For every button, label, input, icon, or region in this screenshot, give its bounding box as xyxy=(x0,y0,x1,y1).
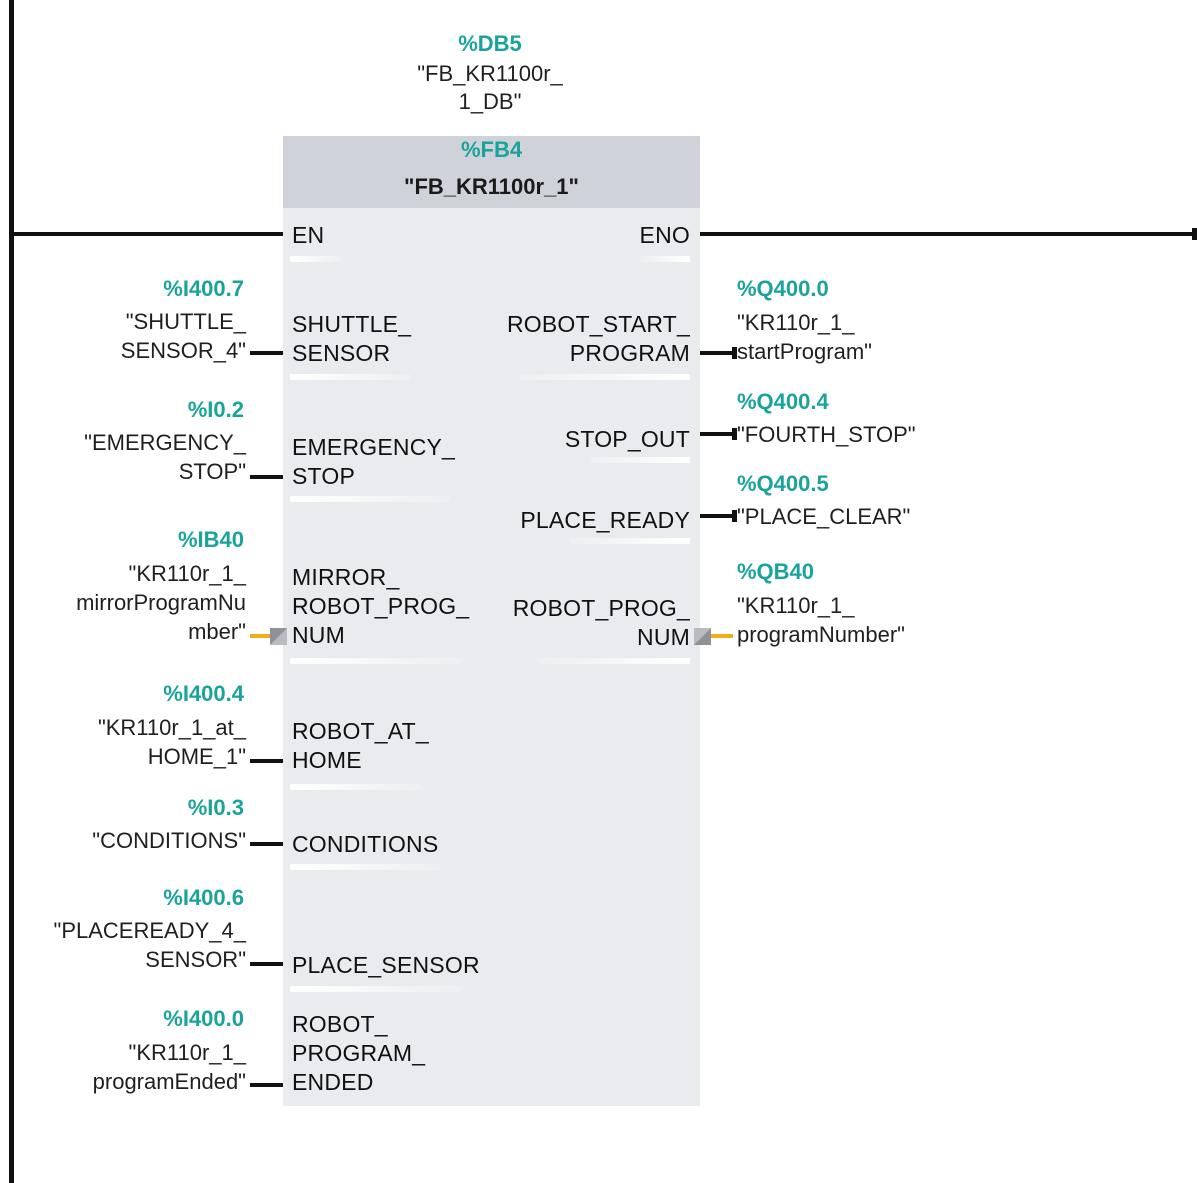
pin-robot-program-ended[interactable]: ROBOT_ PROGRAM_ ENDED xyxy=(292,1011,426,1095)
function-block-header[interactable] xyxy=(283,136,700,208)
output-tag-robot-prog-num[interactable]: "KR110r_1_ programNumber" xyxy=(737,593,905,647)
eno-wire xyxy=(700,232,1194,236)
input-wire xyxy=(250,475,283,479)
pin-separator xyxy=(290,784,420,790)
input-tag-robot-program-ended[interactable]: "KR110r_1_ programEnded" xyxy=(92,1040,246,1094)
output-wire xyxy=(700,432,732,436)
pin-separator xyxy=(290,658,460,664)
input-address-robot-program-ended[interactable]: %I400.0 xyxy=(163,1006,244,1031)
pin-separator xyxy=(520,374,690,380)
input-tag-conditions[interactable]: "CONDITIONS" xyxy=(92,828,246,853)
pin-eno[interactable]: ENO xyxy=(639,222,690,248)
pin-separator xyxy=(290,986,460,992)
input-byte-wire xyxy=(250,634,270,638)
input-wire xyxy=(250,842,283,846)
output-address-robot-start-program[interactable]: %Q400.0 xyxy=(737,276,829,301)
input-address-place-sensor[interactable]: %I400.6 xyxy=(163,885,244,910)
input-wire xyxy=(250,962,283,966)
pin-separator xyxy=(640,256,690,262)
input-tag-mirror-robot-prog-num[interactable]: "KR110r_1_ mirrorProgramNu mber" xyxy=(76,561,246,644)
input-tag-emergency-stop[interactable]: "EMERGENCY_ STOP" xyxy=(84,430,246,484)
pin-robot-at-home[interactable]: ROBOT_AT_ HOME xyxy=(292,718,429,773)
pin-robot-start-program[interactable]: ROBOT_START_ PROGRAM xyxy=(506,311,690,366)
byte-connector-icon xyxy=(270,628,287,645)
pin-shuttle-sensor[interactable]: SHUTTLE_ SENSOR xyxy=(292,311,412,366)
output-tag-robot-start-program[interactable]: "KR110r_1_ startProgram" xyxy=(737,310,872,364)
pin-robot-prog-num[interactable]: ROBOT_PROG_ NUM xyxy=(512,595,690,650)
pin-place-sensor[interactable]: PLACE_SENSOR xyxy=(292,952,480,978)
output-address-robot-prog-num[interactable]: %QB40 xyxy=(737,559,815,584)
output-byte-wire xyxy=(711,634,733,638)
output-coil-end xyxy=(732,428,737,440)
input-address-robot-at-home[interactable]: %I400.4 xyxy=(163,681,244,706)
pin-place-ready[interactable]: PLACE_READY xyxy=(520,507,690,533)
output-coil-end xyxy=(732,510,737,522)
pin-separator xyxy=(290,864,440,870)
eno-wire-end xyxy=(1192,228,1197,240)
input-address-mirror-robot-prog-num[interactable]: %IB40 xyxy=(177,527,244,552)
byte-connector-icon xyxy=(694,628,711,645)
output-coil-end xyxy=(732,347,737,359)
output-address-stop-out[interactable]: %Q400.4 xyxy=(737,389,829,414)
pin-stop-out[interactable]: STOP_OUT xyxy=(564,426,690,452)
output-tag-place-ready[interactable]: "PLACE_CLEAR" xyxy=(737,504,911,529)
pin-emergency-stop[interactable]: EMERGENCY_ STOP xyxy=(292,434,456,489)
output-wire xyxy=(700,351,732,355)
instance-db-address[interactable]: %DB5 xyxy=(458,31,522,56)
output-address-place-ready[interactable]: %Q400.5 xyxy=(737,471,829,496)
pin-separator xyxy=(540,658,690,664)
input-address-shuttle-sensor[interactable]: %I400.7 xyxy=(163,276,244,301)
left-power-rail xyxy=(9,0,14,1183)
output-wire xyxy=(700,514,732,518)
input-tag-shuttle-sensor[interactable]: "SHUTTLE_ SENSOR_4" xyxy=(120,309,246,363)
block-name: "FB_KR1100r_1" xyxy=(404,174,579,199)
pin-mirror-robot-prog-num[interactable]: MIRROR_ ROBOT_PROG_ NUM xyxy=(292,564,470,648)
function-block-body[interactable] xyxy=(283,136,700,1106)
input-wire xyxy=(250,351,283,355)
block-address: %FB4 xyxy=(460,137,523,162)
pin-separator xyxy=(290,496,450,502)
input-tag-place-sensor[interactable]: "PLACEREADY_4_ SENSOR" xyxy=(53,918,246,972)
pin-separator xyxy=(290,374,410,380)
pin-en[interactable]: EN xyxy=(292,222,325,248)
input-wire xyxy=(250,759,283,763)
pin-separator xyxy=(590,457,690,463)
input-address-emergency-stop[interactable]: %I0.2 xyxy=(187,397,244,422)
input-wire xyxy=(250,1083,283,1087)
instance-db-name[interactable]: "FB_KR1100r_ 1_DB" xyxy=(417,61,563,114)
input-tag-robot-at-home[interactable]: "KR110r_1_at_ HOME_1" xyxy=(97,715,246,769)
input-address-conditions[interactable]: %I0.3 xyxy=(187,795,244,820)
pin-separator xyxy=(290,256,340,262)
en-wire xyxy=(14,232,283,236)
output-tag-stop-out[interactable]: "FOURTH_STOP" xyxy=(737,422,916,447)
pin-conditions[interactable]: CONDITIONS xyxy=(292,831,439,857)
pin-separator xyxy=(570,538,690,544)
